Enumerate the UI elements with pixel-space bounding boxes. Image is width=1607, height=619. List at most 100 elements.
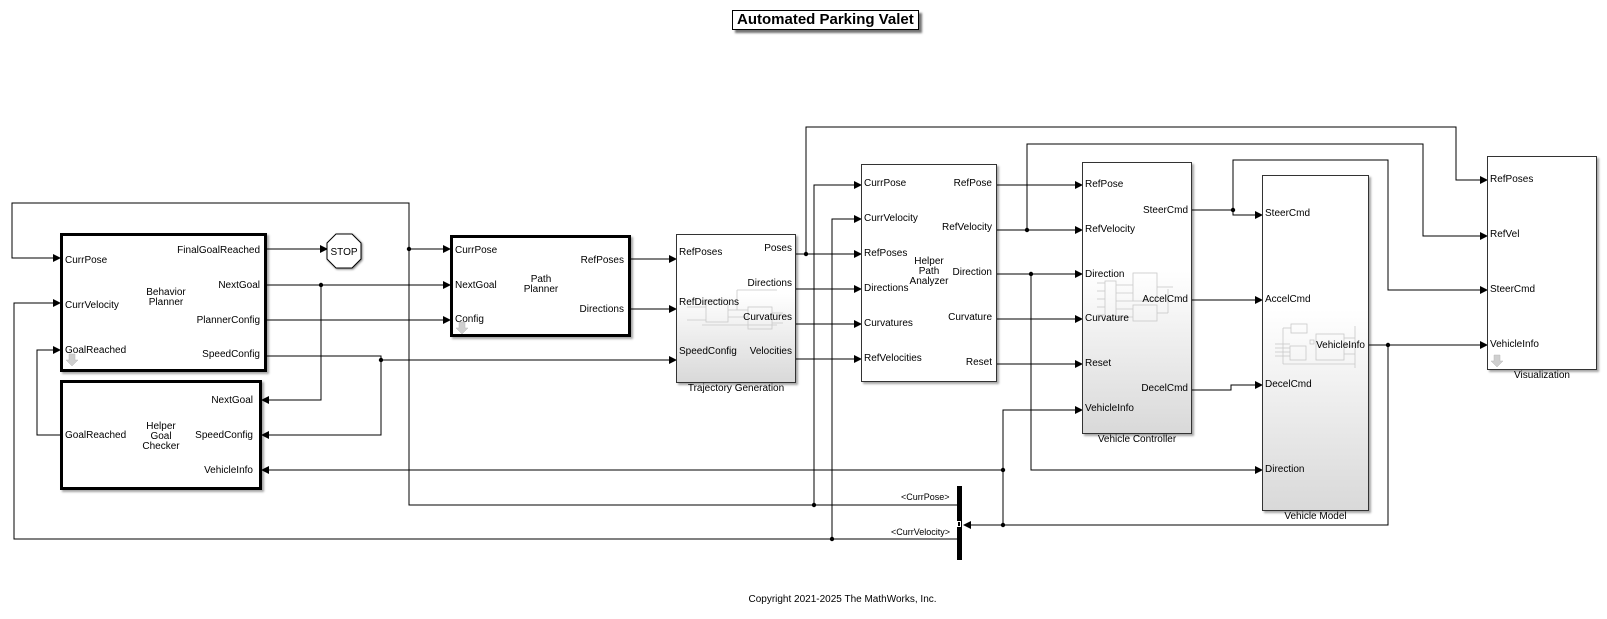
port-nextgoal: NextGoal [218,280,260,291]
signal-refvelocity-visualization[interactable] [1026,143,1488,240]
port-goalreached: GoalReached [65,430,127,441]
port-currvelocity: CurrVelocity [864,213,918,224]
branch-point [829,536,835,542]
signal-poses-visualization[interactable] [805,126,1488,254]
block-label: Visualization [1514,370,1570,381]
port-currvelocity: CurrVelocity [65,300,119,311]
down-arrow-icon [65,353,79,367]
port-refvelocities: RefVelocities [864,353,922,364]
signal-vehicleinfo-bus[interactable] [963,345,1389,529]
signal-speedconfig[interactable] [267,355,677,364]
subsystem-preview-icon [687,289,783,330]
port-refposes: RefPoses [1490,174,1534,185]
subsystem-preview-icon [1097,272,1173,322]
bus-output-currvelocity: <CurrVelocity> [891,527,951,537]
port-reset: Reset [965,357,992,368]
signal-currvelocity-analyzer[interactable] [831,215,862,539]
port-directions: Directions [864,283,909,294]
port-nextgoal: NextGoal [455,280,497,291]
path-analyzer-block[interactable]: CurrPose CurrVelocity RefPoses Direction… [861,164,997,382]
port-direction: Direction [952,267,992,278]
block-name: Helper Goal Checker [142,421,180,452]
vehicle-model-block[interactable]: SteerCmd AccelCmd DecelCmd Direction Veh… [1262,175,1369,511]
path-planner-block[interactable]: CurrPose NextGoal Config RefPoses Direct… [450,235,631,337]
port-currpose: CurrPose [455,245,498,256]
block-label: Trajectory Generation [687,383,785,394]
port-steercmd: SteerCmd [1265,208,1311,219]
branch-point [378,357,384,363]
port-accelcmd: AccelCmd [1142,294,1188,305]
port-currpose: CurrPose [864,178,907,189]
block-label: Vehicle Model [1284,511,1347,522]
port-decelcmd: DecelCmd [1141,383,1188,394]
block-name: Helper Path Analyzer [909,256,949,287]
port-config: Config [455,314,484,325]
signal-steercmd-visualization[interactable] [1232,159,1488,294]
port-curvature: Curvature [948,312,992,323]
port-refposes: RefPoses [679,247,723,258]
stop-label: STOP [330,247,357,258]
port-refvelocity: RefVelocity [1085,224,1136,235]
port-vehicleinfo: VehicleInfo [1490,339,1539,350]
signal-currpose[interactable] [11,202,957,506]
branch-point [1000,467,1006,473]
goal-checker-block[interactable]: NextGoal SpeedConfig VehicleInfo GoalRea… [60,380,262,490]
signal-steercmd[interactable] [1192,209,1263,219]
behavior-planner-block[interactable]: CurrPose CurrVelocity GoalReached FinalG… [60,233,267,372]
port-steercmd: SteerCmd [1142,205,1188,216]
port-plannerconfig: PlannerConfig [196,315,260,326]
port-speedconfig: SpeedConfig [679,346,737,357]
port-vehicleinfo: VehicleInfo [1316,340,1365,351]
branch-point [1230,207,1236,213]
signal-direction-model[interactable] [1030,274,1263,474]
port-vehicleinfo: VehicleInfo [204,465,253,476]
port-reset: Reset [1085,358,1112,369]
branch-point [803,251,809,257]
branch-point [811,502,817,508]
branch-point [1024,227,1030,233]
branch-point [318,282,324,288]
port-steercmd: SteerCmd [1490,284,1536,295]
port-currpose: CurrPose [65,255,108,266]
signal-vehicleinfo-controller[interactable] [1002,406,1083,525]
port-speedconfig: SpeedConfig [202,349,260,360]
port-refposes: RefPoses [580,255,624,266]
branch-point [1000,522,1006,528]
signal-speedconfig-checker[interactable] [261,360,382,439]
block-label: Vehicle Controller [1097,434,1177,445]
port-refposes: RefPoses [864,248,908,259]
visualization-block[interactable]: RefPoses RefVel SteerCmd VehicleInfo [1487,156,1597,370]
down-arrow-icon [455,321,469,335]
port-direction: Direction [1265,464,1305,475]
subsystem-preview-icon [1275,323,1356,368]
port-directions: Directions [579,304,624,315]
port-velocities: Velocities [749,346,792,357]
branch-point [406,246,412,252]
copyright-text: Copyright 2021-2025 The MathWorks, Inc. [748,594,937,605]
port-finalgoalreached: FinalGoalReached [177,245,260,256]
port-goalreached: GoalReached [65,345,127,356]
port-refdirections: RefDirections [679,297,740,308]
bus-selector-port-icon [957,521,961,527]
signal-currvelocity[interactable] [13,299,957,540]
bus-output-currpose: <CurrPose> [901,492,950,502]
stop-block[interactable]: STOP [325,232,365,272]
port-curvatures: Curvatures [743,312,792,323]
port-refvel: RefVel [1490,229,1520,240]
port-directions: Directions [747,278,792,289]
port-speedconfig: SpeedConfig [195,430,253,441]
signal-currpose-analyzer[interactable] [813,181,862,505]
port-vehicleinfo: VehicleInfo [1085,403,1134,414]
vehicle-controller-block[interactable]: RefPose RefVelocity Direction Curvature … [1082,162,1192,434]
port-curvature: Curvature [1085,313,1129,324]
port-direction: Direction [1085,269,1125,280]
signal-decelcmd[interactable] [1192,381,1263,391]
signal-goalreached[interactable] [36,346,61,436]
bus-selector-block[interactable] [957,486,962,560]
port-poses: Poses [764,243,792,254]
port-refpose: RefPose [953,178,992,189]
trajectory-generation-block[interactable]: RefPoses RefDirections SpeedConfig Poses… [676,234,796,383]
port-curvatures: Curvatures [864,318,913,329]
signal-nextgoal-checker[interactable] [261,285,322,404]
